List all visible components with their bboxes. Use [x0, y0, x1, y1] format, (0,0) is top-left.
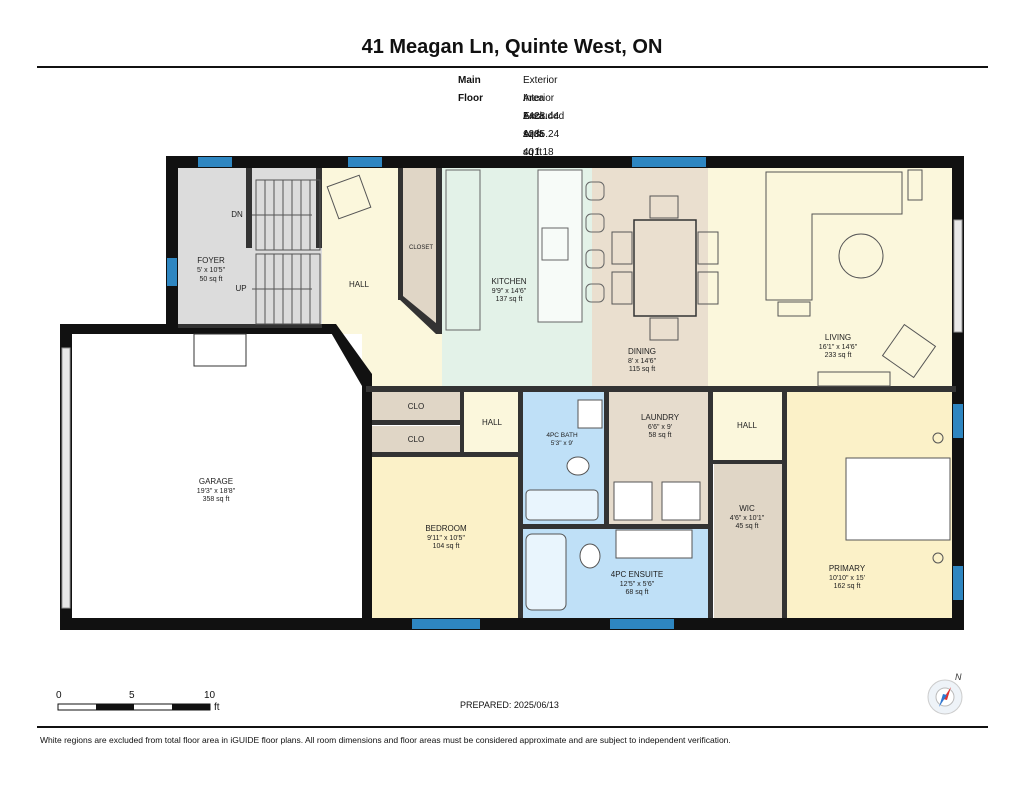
- disclaimer-note: White regions are excluded from total fl…: [40, 735, 731, 745]
- kitchen-area: 137 sq ft: [496, 296, 523, 303]
- garage-name: GARAGE: [199, 477, 233, 486]
- exterior-area: Exterior Area 1428.44 sq ft: [523, 75, 560, 140]
- bedroom-name: BEDROOM: [425, 524, 467, 533]
- stairs-down-label: DN: [231, 210, 243, 219]
- garage-door: [61, 347, 71, 609]
- compass-north: N: [955, 672, 962, 682]
- bedroom-area: 104 sq ft: [433, 543, 460, 550]
- wic-name: WIC: [739, 504, 755, 513]
- foyer-name: FOYER: [197, 256, 225, 265]
- foyer-dims: 5' x 10'5": [197, 267, 226, 274]
- coffee-table: [838, 233, 884, 279]
- wic-room: [714, 462, 784, 618]
- wic-dims: 4'6" x 10'1": [730, 515, 765, 522]
- garage-angled-wall: [326, 324, 372, 386]
- primary-bed: [845, 457, 951, 541]
- living-name: LIVING: [825, 333, 851, 342]
- nightstand-lamp-2: [932, 552, 944, 564]
- scale-0: 0: [56, 690, 62, 701]
- mid-hall: [462, 392, 520, 456]
- washer: [613, 481, 653, 521]
- primary-name: PRIMARY: [829, 564, 866, 573]
- ensuite-dims: 12'5" x 5'6": [620, 581, 655, 588]
- kitchen-counter: [445, 169, 481, 331]
- footer-divider: [37, 726, 988, 728]
- title-divider: [37, 66, 988, 68]
- dryer: [661, 481, 701, 521]
- stair-area: [246, 168, 322, 328]
- ottoman: [777, 301, 811, 317]
- bar-stools: [585, 181, 605, 303]
- kitchen-dims: 9'9" x 14'6": [492, 288, 527, 295]
- closet-room: [402, 168, 442, 332]
- kitchen-sink: [541, 227, 569, 261]
- kitchen-name: KITCHEN: [491, 277, 526, 286]
- living-dims: 16'1" x 14'6": [819, 344, 858, 351]
- foyer-room: [174, 168, 256, 328]
- closet-name: CLOSET: [409, 245, 433, 251]
- interior-area: Interior Area 1285.24 sq ft: [523, 93, 560, 158]
- living-armchair: [881, 323, 937, 379]
- interior-walls: [178, 168, 956, 618]
- ensuite-toilet: [579, 543, 601, 569]
- living-area: 233 sq ft: [825, 352, 852, 359]
- ensuite-area: 68 sq ft: [626, 589, 649, 596]
- stairs: [252, 179, 321, 325]
- hall-armchair: [326, 174, 372, 220]
- hall-name: HALL: [349, 280, 370, 289]
- nightstand-lamp: [932, 432, 944, 444]
- laundry-name: LAUNDRY: [641, 413, 680, 422]
- living-room: [708, 168, 956, 388]
- bath-name: 4PC BATH: [546, 432, 578, 439]
- floor-label: Main Floor: [458, 75, 483, 104]
- dining-name: DINING: [628, 347, 656, 356]
- windows: [167, 157, 963, 629]
- right-hall-name: HALL: [737, 421, 758, 430]
- dining-chairs: [611, 195, 719, 341]
- closet-2: [372, 426, 462, 454]
- wic-area: 45 sq ft: [736, 523, 759, 530]
- scale-unit: ft: [214, 702, 220, 713]
- clo2-name: CLO: [408, 435, 424, 444]
- right-hall: [708, 392, 784, 462]
- stairs-up-label: UP: [235, 284, 246, 293]
- bath-dims: 5'3" x 9': [551, 440, 574, 447]
- foyer-area: 50 sq ft: [200, 276, 223, 283]
- bedroom-room: [372, 456, 522, 618]
- ensuite-tub: [525, 533, 567, 611]
- garage-room: [70, 334, 362, 618]
- ensuite-vanity: [615, 529, 693, 559]
- compass-icon: N: [927, 672, 963, 715]
- clo1-name: CLO: [408, 402, 424, 411]
- dining-area: 115 sq ft: [629, 366, 655, 373]
- room-labels: FOYER 5' x 10'5" 50 sq ft DN UP HALL CLO…: [197, 210, 866, 596]
- laundry-dims: 6'6" x 9': [648, 424, 672, 431]
- scale-bar: [57, 703, 211, 711]
- tv-console: [817, 371, 891, 387]
- dining-dims: 8' x 14'6": [628, 358, 657, 365]
- primary-dims: 10'10" x 15': [829, 575, 865, 582]
- closet-1: [372, 392, 462, 422]
- mid-hall-name: HALL: [482, 418, 503, 427]
- laundry-area: 58 sq ft: [649, 432, 672, 439]
- bathtub: [525, 489, 599, 521]
- garage-step: [193, 333, 247, 367]
- bath-vanity: [577, 399, 603, 429]
- scale-10: 10: [204, 690, 216, 701]
- page-title: 41 Meagan Ln, Quinte West, ON: [361, 36, 663, 58]
- scale-5: 5: [129, 690, 135, 701]
- bedroom-dims: 9'11" x 10'5": [427, 535, 465, 542]
- prepared-date: PREPARED: 2025/06/13: [460, 700, 559, 710]
- garage-dims: 19'3" x 18'8": [197, 488, 236, 495]
- living-sliding-door: [953, 219, 963, 333]
- ensuite-name: 4PC ENSUITE: [611, 570, 663, 579]
- primary-area: 162 sq ft: [834, 583, 861, 590]
- side-table: [907, 169, 923, 201]
- toilet: [566, 456, 590, 476]
- kitchen-island: [537, 169, 583, 323]
- garage-area: 358 sq ft: [203, 496, 230, 503]
- dining-table: [633, 219, 697, 317]
- sectional-sofa: [765, 171, 903, 301]
